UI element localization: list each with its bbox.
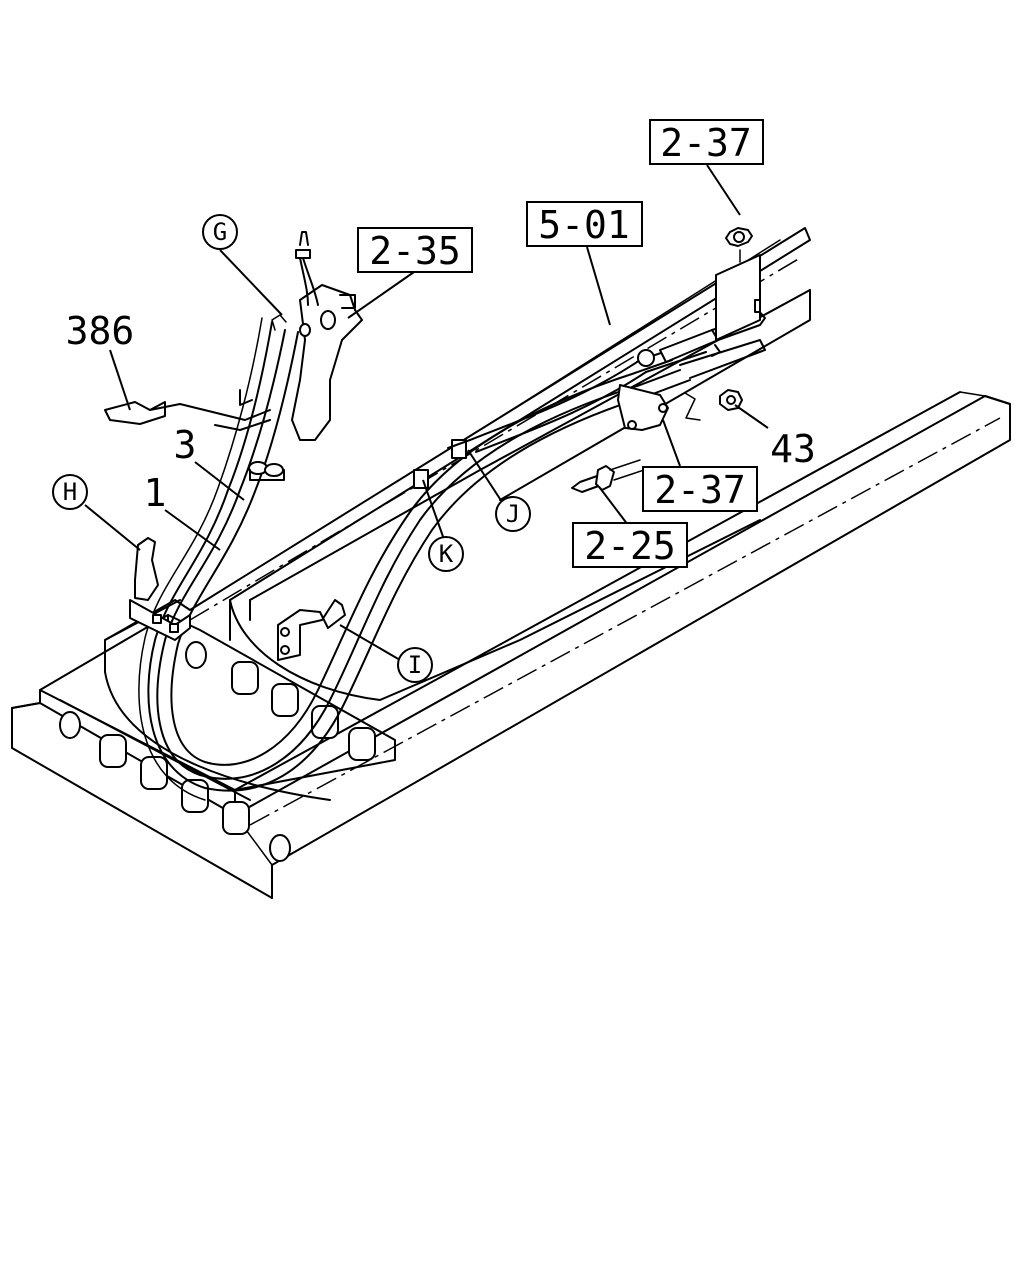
svg-text:J: J	[506, 500, 520, 528]
parking-brake-lever-bracket	[271, 231, 363, 441]
callout-2-35: 2-35	[357, 227, 473, 273]
svg-text:H: H	[63, 478, 77, 506]
bracket-386	[104, 389, 271, 431]
chassis-frame	[11, 227, 1011, 899]
callout-2-37-mid: 2-37	[642, 466, 758, 512]
part-number-3: 3	[174, 423, 197, 467]
nut-43	[684, 389, 743, 421]
callout-2-35-text: 2-35	[369, 229, 461, 273]
callout-2-37-mid-text: 2-37	[654, 468, 746, 512]
equalizer-assembly	[617, 309, 766, 431]
circle-label-i: I	[397, 647, 433, 683]
callout-5-01-text: 5-01	[538, 203, 630, 247]
bracket-i	[277, 599, 346, 661]
brake-cables	[138, 317, 707, 801]
circle-label-h: H	[52, 474, 88, 510]
callout-2-25: 2-25	[572, 522, 688, 568]
circle-label-j: J	[495, 496, 531, 532]
leader-lines	[84, 164, 769, 661]
callout-5-01: 5-01	[526, 201, 643, 247]
callout-2-37-top-text: 2-37	[660, 121, 752, 165]
part-number-43: 43	[770, 427, 816, 471]
svg-text:K: K	[439, 540, 454, 568]
part-number-386: 386	[66, 309, 135, 353]
bolt-2-25	[571, 459, 645, 493]
callout-2-37-top: 2-37	[649, 119, 764, 165]
mount-plate-2-37-top	[715, 227, 761, 341]
bracket-h	[129, 537, 191, 641]
svg-text:G: G	[213, 218, 227, 246]
circle-label-g: G	[202, 214, 238, 250]
cable-clamps	[248, 439, 471, 489]
crossmember-holes	[59, 641, 376, 862]
callout-2-25-text: 2-25	[584, 524, 676, 568]
part-number-1: 1	[144, 471, 167, 515]
circle-label-k: K	[428, 536, 464, 572]
svg-text:I: I	[408, 651, 422, 679]
